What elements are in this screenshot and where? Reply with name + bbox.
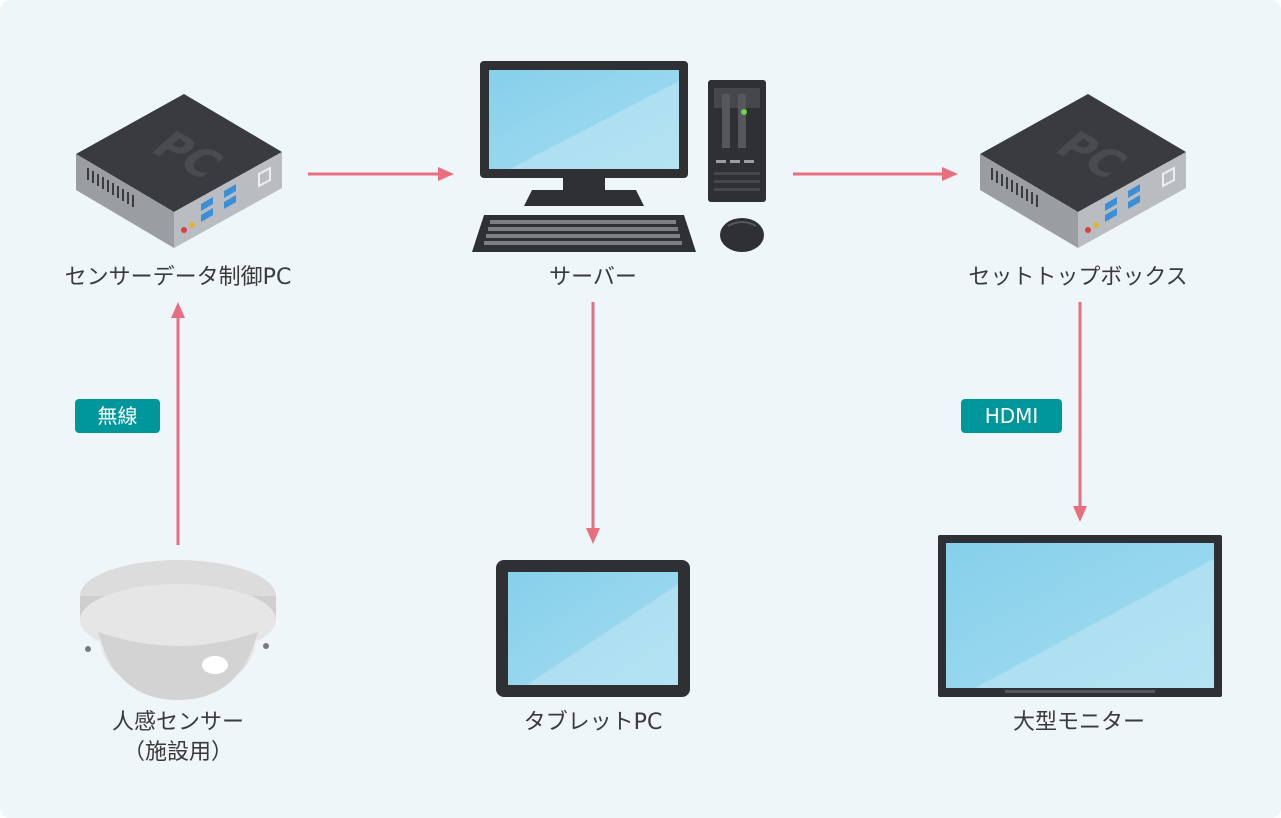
node-label-motion-sensor: 人感センサー xyxy=(111,710,245,735)
desktop-computer-icon xyxy=(472,61,766,252)
node-label-tablet: タブレットPC xyxy=(523,710,663,735)
node-label-monitor: 大型モニター xyxy=(1012,710,1146,735)
tablet-icon xyxy=(496,560,690,697)
set-top-box-icon xyxy=(979,93,1187,249)
large-monitor-icon xyxy=(938,535,1222,697)
node-label-settop-box: セットトップボックス xyxy=(968,265,1188,290)
dome-sensor-icon xyxy=(80,560,276,700)
mini-pc-icon xyxy=(75,93,283,249)
node-label-motion-sensor-sub: （施設用） xyxy=(122,740,234,765)
edge-label-hdmi: HDMI xyxy=(961,399,1062,433)
node-label-sensor-pc: センサーデータ制御PC xyxy=(64,265,292,290)
edge-label-wireless: 無線 xyxy=(75,399,160,433)
node-label-server: サーバー xyxy=(549,265,637,290)
